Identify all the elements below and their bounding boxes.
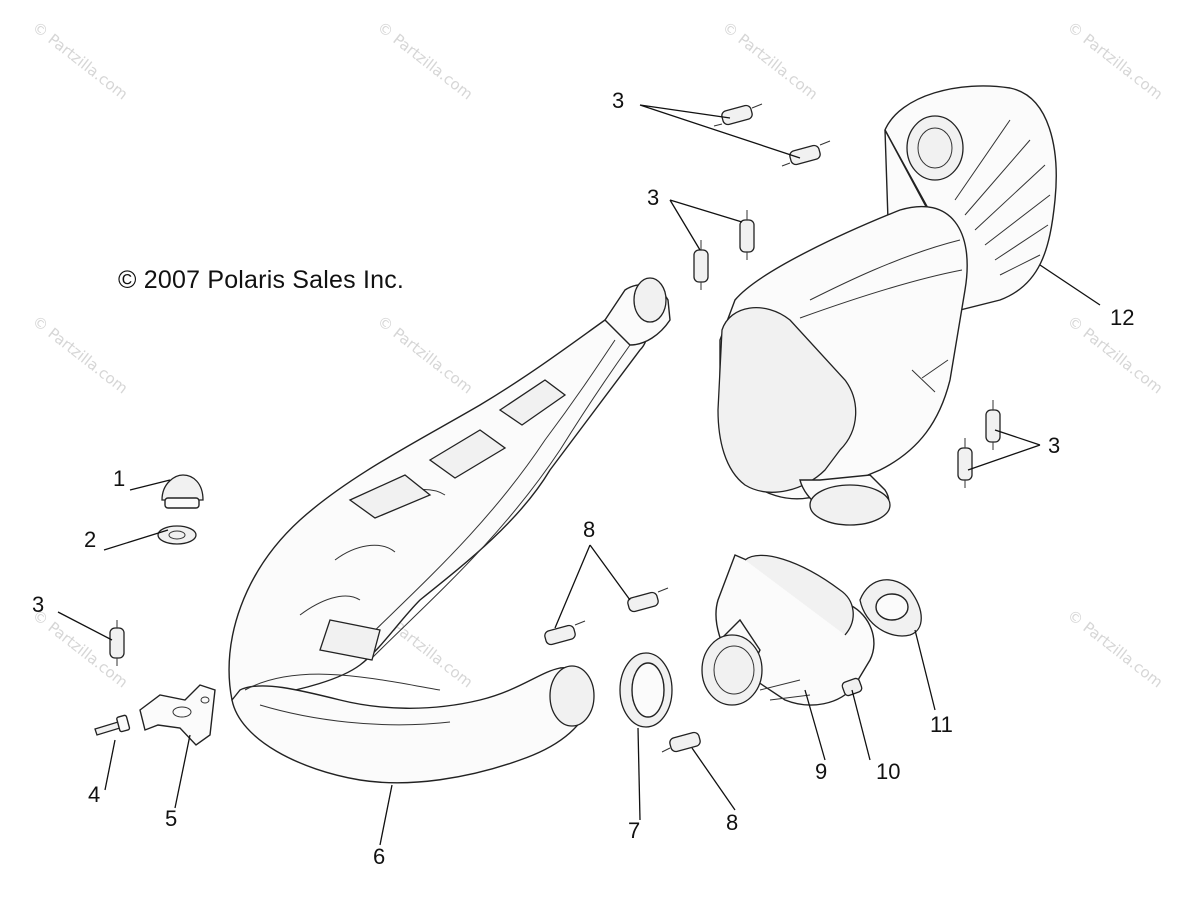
callout-10: 10 [876, 759, 900, 784]
spring-part-3[interactable] [713, 103, 763, 127]
leader-lines [57, 104, 1101, 846]
callout-2: 2 [84, 527, 96, 552]
gasket-ring-part-7[interactable] [619, 652, 673, 728]
callout-4: 4 [88, 782, 100, 807]
silencer-part-12[interactable] [717, 85, 1057, 526]
grommet-part-2[interactable] [157, 525, 197, 545]
callout-7: 7 [628, 818, 640, 843]
spring-part-8[interactable] [627, 587, 669, 613]
callout-1: 1 [113, 466, 125, 491]
callout-3: 3 [32, 592, 44, 617]
flange-gasket-part-11[interactable] [859, 579, 922, 637]
spring-part-3[interactable] [985, 400, 1001, 450]
callout-8: 8 [583, 517, 595, 542]
plug-part-10[interactable] [841, 677, 863, 697]
bracket-part-5[interactable] [139, 684, 216, 746]
cap-part-1[interactable] [161, 474, 204, 509]
callout-8: 8 [726, 810, 738, 835]
manifold-part-9[interactable] [701, 554, 875, 706]
spring-part-3[interactable] [781, 140, 831, 167]
expansion-chamber-part-6[interactable] [228, 277, 671, 784]
spring-part-3[interactable] [739, 210, 755, 260]
callout-5: 5 [165, 806, 177, 831]
spring-part-3[interactable] [109, 620, 125, 666]
copyright-notice: © 2007 Polaris Sales Inc. [118, 266, 405, 294]
callout-11: 11 [930, 712, 953, 737]
bolt-part-4[interactable] [94, 714, 131, 736]
spring-part-3[interactable] [693, 240, 709, 290]
callout-3: 3 [612, 88, 624, 113]
callout-6: 6 [373, 844, 385, 869]
callout-labels: 1 2 3 4 5 6 7 8 8 9 10 11 12 3 3 3 [32, 88, 1134, 869]
callout-3: 3 [647, 185, 659, 210]
spring-part-8[interactable] [661, 731, 701, 753]
spring-part-3[interactable] [957, 438, 973, 488]
callout-9: 9 [815, 759, 827, 784]
callout-12: 12 [1110, 305, 1134, 330]
callout-3: 3 [1048, 433, 1060, 458]
spring-part-8[interactable] [544, 620, 586, 646]
